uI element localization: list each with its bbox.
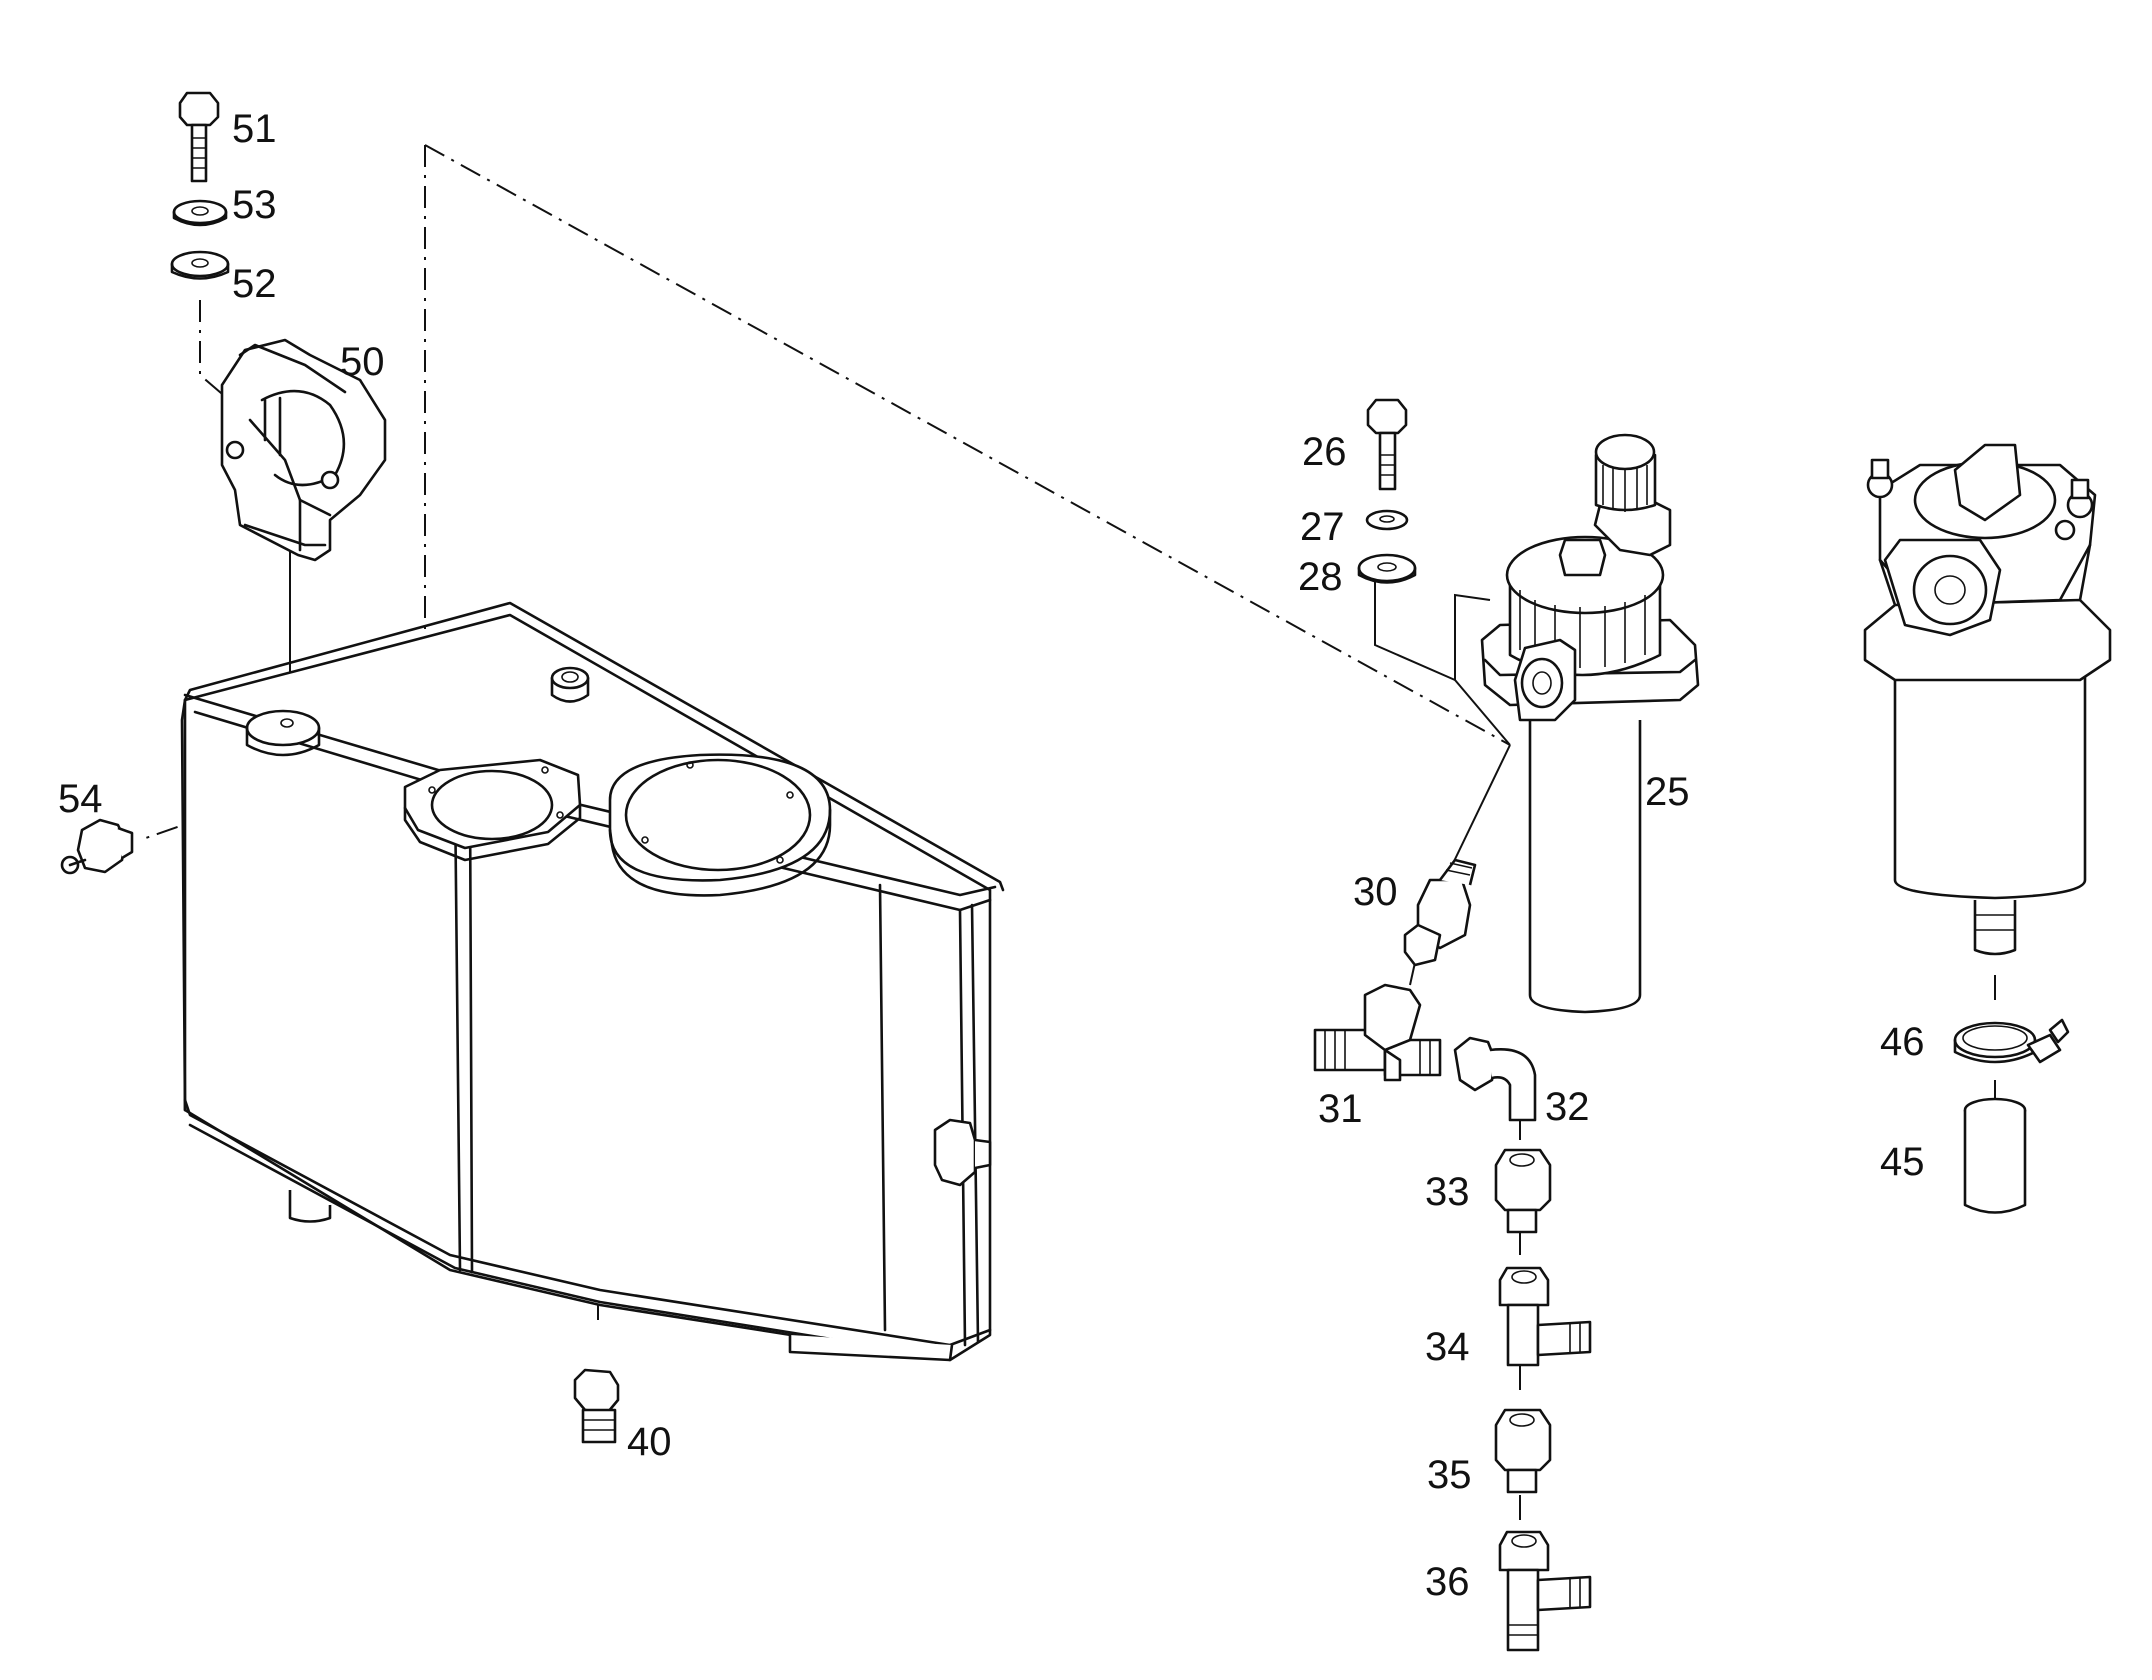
part-53-washer <box>172 199 228 227</box>
right-filter-assembly <box>1863 443 2112 956</box>
callout-27: 27 <box>1300 505 1345 549</box>
callout-30: 30 <box>1353 870 1398 914</box>
part-35-fitting <box>1494 1408 1552 1494</box>
callout-33: 33 <box>1425 1170 1470 1214</box>
callout-52: 52 <box>232 262 277 306</box>
part-51-bolt <box>178 91 220 183</box>
part-50-bracket <box>220 338 387 562</box>
part-32-elbow <box>1453 1036 1537 1122</box>
callout-50: 50 <box>340 340 385 384</box>
callout-26: 26 <box>1302 430 1347 474</box>
part-33-fitting <box>1494 1148 1552 1234</box>
part-52-washer <box>170 250 230 280</box>
callout-51: 51 <box>232 107 277 151</box>
callout-40: 40 <box>627 1420 672 1464</box>
hydraulic-tank <box>180 601 1005 1362</box>
callout-28: 28 <box>1298 555 1343 599</box>
part-36-tee <box>1498 1530 1592 1652</box>
callout-25: 25 <box>1645 770 1690 814</box>
part-31-tee <box>1313 983 1442 1082</box>
callout-32: 32 <box>1545 1085 1590 1129</box>
part-45-hose <box>1963 1097 2027 1214</box>
callout-54: 54 <box>58 777 103 821</box>
part-27-washer <box>1365 509 1409 531</box>
part-28-washer <box>1357 553 1417 584</box>
part-40-drain-plug <box>573 1368 620 1444</box>
callout-45: 45 <box>1880 1140 1925 1184</box>
part-26-bolt <box>1366 398 1408 491</box>
callout-35: 35 <box>1427 1453 1472 1497</box>
callout-46: 46 <box>1880 1020 1925 1064</box>
part-54-breather <box>60 818 134 875</box>
part-25-filter <box>1480 433 1700 1014</box>
part-30-fitting <box>1403 858 1477 967</box>
callout-34: 34 <box>1425 1325 1470 1369</box>
part-34-tee <box>1498 1266 1592 1367</box>
callout-labels: 51 53 52 50 54 40 26 27 28 25 30 31 32 3… <box>58 107 1925 1604</box>
callout-53: 53 <box>232 183 277 227</box>
callout-36: 36 <box>1425 1560 1470 1604</box>
part-46-hose-clamp <box>1953 1018 2070 1064</box>
callout-31: 31 <box>1318 1087 1363 1131</box>
